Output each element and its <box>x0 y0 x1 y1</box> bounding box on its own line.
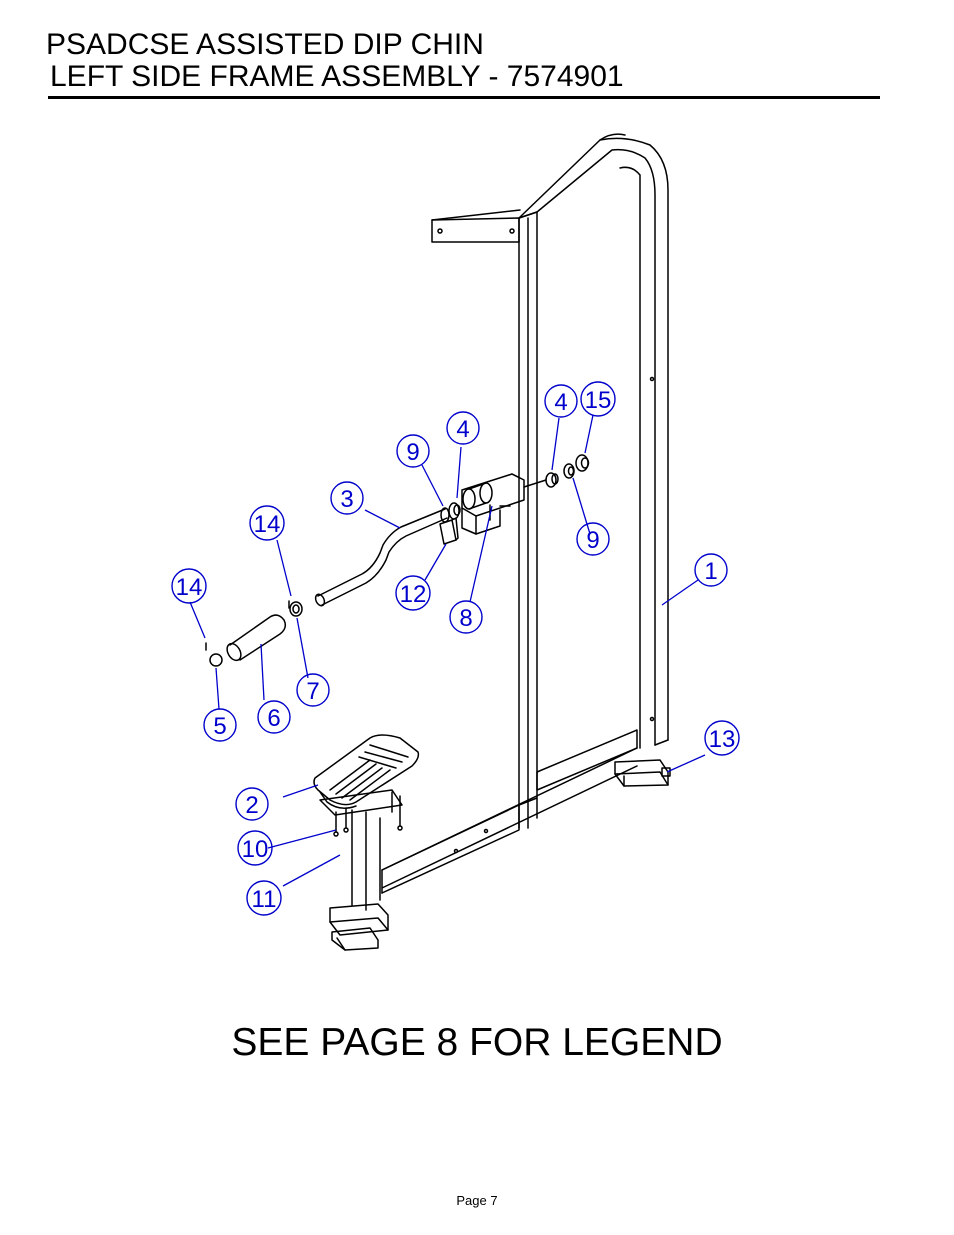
diagram-subtitle: LEFT SIDE FRAME ASSEMBLY - 7574901 <box>50 60 624 93</box>
svg-text:15: 15 <box>585 387 612 414</box>
callout-14: 14 <box>171 568 207 604</box>
callout-9: 9 <box>576 522 610 556</box>
svg-text:12: 12 <box>400 581 427 608</box>
svg-text:8: 8 <box>459 605 472 632</box>
handle-grip <box>205 600 303 667</box>
svg-text:4: 4 <box>456 416 469 443</box>
pivot-bracket <box>461 473 525 535</box>
svg-text:14: 14 <box>254 511 281 538</box>
callout-10: 10 <box>237 830 273 866</box>
svg-text:9: 9 <box>406 439 419 466</box>
callout-4: 4 <box>544 384 578 418</box>
callout-5: 5 <box>203 708 237 742</box>
svg-text:5: 5 <box>213 713 226 740</box>
svg-text:13: 13 <box>709 726 736 753</box>
callout-4: 4 <box>446 411 480 445</box>
callout-13: 13 <box>704 720 740 756</box>
svg-text:4: 4 <box>554 389 567 416</box>
front-post <box>329 809 389 951</box>
callout-2: 2 <box>235 787 269 821</box>
svg-text:9: 9 <box>586 527 599 554</box>
svg-text:2: 2 <box>245 792 258 819</box>
callout-8: 8 <box>449 600 483 634</box>
svg-text:3: 3 <box>340 486 353 513</box>
title-rule <box>48 96 880 99</box>
callout-6: 6 <box>257 700 291 734</box>
callout-14: 14 <box>249 505 285 541</box>
callout-bubbles: 1 2 3 4 4 5 6 7 <box>171 381 740 916</box>
frame-upright-front <box>518 211 538 829</box>
callout-1: 1 <box>694 553 728 587</box>
leader-lines <box>189 414 706 887</box>
legend-note: SEE PAGE 8 FOR LEGEND <box>231 1021 723 1064</box>
callout-7: 7 <box>296 673 330 707</box>
callout-3: 3 <box>330 481 364 515</box>
callout-12: 12 <box>395 575 431 611</box>
spacer-plate <box>439 517 459 545</box>
frame-base <box>381 729 638 894</box>
frame-top-arch <box>518 133 669 749</box>
svg-text:7: 7 <box>306 678 319 705</box>
top-mount-bracket <box>431 209 538 243</box>
handle-bar <box>314 508 448 607</box>
diagram-title: PSADCSE ASSISTED DIP CHIN <box>46 28 484 61</box>
svg-text:11: 11 <box>252 886 277 913</box>
svg-text:1: 1 <box>704 558 717 585</box>
foot-platform <box>313 734 420 837</box>
callout-15: 15 <box>580 381 616 417</box>
page-number: Page 7 <box>456 1193 498 1208</box>
svg-text:6: 6 <box>267 705 280 732</box>
svg-text:10: 10 <box>242 836 269 863</box>
callout-9: 9 <box>396 434 430 468</box>
svg-text:14: 14 <box>176 574 203 601</box>
bushings <box>440 454 590 523</box>
callout-11: 11 <box>246 880 282 916</box>
rear-foot <box>614 759 671 787</box>
